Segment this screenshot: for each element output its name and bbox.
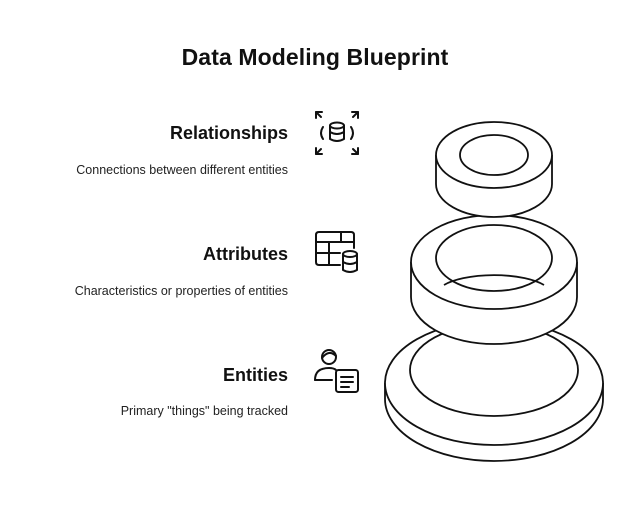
user-document-icon [312, 346, 362, 396]
relationships-ring [435, 121, 553, 218]
entities-ring [384, 320, 604, 462]
entities-heading: Entities [222, 365, 288, 385]
attributes-heading: Attributes [203, 244, 288, 264]
entities-description: Primary "things" being tracked [120, 404, 288, 418]
relationships-heading: Relationships [169, 123, 288, 143]
relationships-description: Connections between different entities [76, 163, 288, 177]
attributes-description: Characteristics or properties of entitie… [74, 284, 288, 298]
table-database-icon [312, 228, 362, 278]
diagram-title: Data Modeling Blueprint [181, 44, 449, 70]
attributes-ring [410, 214, 578, 345]
database-focus-icon [312, 108, 362, 158]
